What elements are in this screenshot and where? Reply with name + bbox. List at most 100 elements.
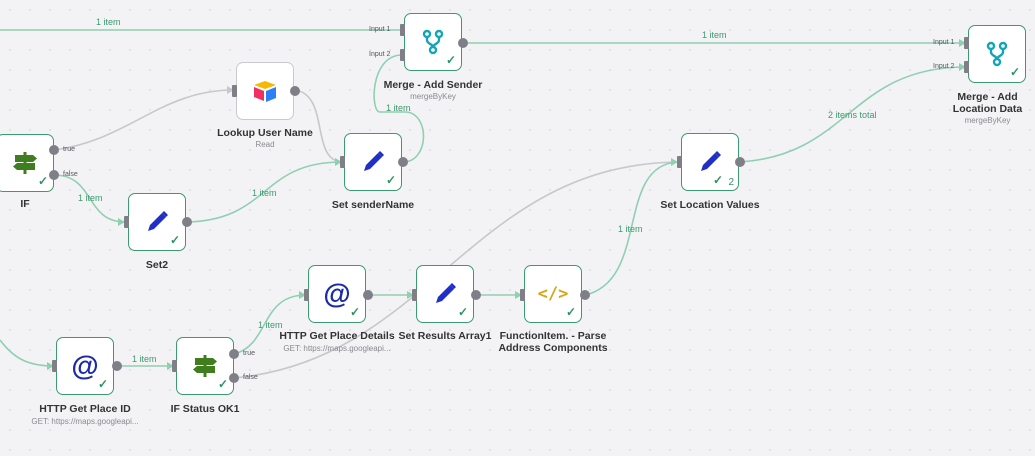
node-if-status-ok[interactable]: ✓ xyxy=(176,337,234,395)
success-check-icon: ✓ xyxy=(169,233,180,247)
merge-icon xyxy=(405,14,461,70)
node-lookup-sub: Read xyxy=(255,140,275,149)
success-check-icon: ✓ xyxy=(349,305,360,319)
setloc-output-handle[interactable] xyxy=(735,157,745,167)
details-input-handle[interactable] xyxy=(304,289,309,301)
node-http-get-place-details[interactable]: @ ✓ xyxy=(308,265,366,323)
node-http-get-place-id[interactable]: @ ✓ xyxy=(56,337,114,395)
edge-if-true-to-lookup[interactable] xyxy=(53,89,235,151)
node-http-details-label: HTTP Get Place Details xyxy=(279,330,395,342)
results-input-handle[interactable] xyxy=(412,289,417,301)
edge-label-if-to-set2: 1 item xyxy=(78,193,103,203)
node-set-location-values[interactable]: ✓ 2 xyxy=(681,133,739,191)
success-check-icon: ✓ xyxy=(457,305,468,319)
if-false-label: false xyxy=(63,171,78,178)
edge-label-set2-to-sender: 1 item xyxy=(252,188,277,198)
merge-icon xyxy=(969,26,1025,82)
sender-output-handle[interactable] xyxy=(398,157,408,167)
node-lookup-label: Lookup User Name xyxy=(217,127,313,139)
edge-arrow xyxy=(299,291,306,299)
signpost-icon xyxy=(177,338,233,394)
node-merge-sender-sub: mergeByKey xyxy=(410,92,456,101)
merge-location-input1-handle[interactable] xyxy=(964,37,969,49)
merge-sender-input2-handle[interactable] xyxy=(400,49,405,61)
edge-left-to-id[interactable] xyxy=(0,339,55,367)
node-set-results-array[interactable]: ✓ xyxy=(416,265,474,323)
edge-label-merge-to-location: 1 item xyxy=(702,30,727,40)
set2-output-handle[interactable] xyxy=(182,217,192,227)
edge-setloc-to-merge-location[interactable] xyxy=(739,66,967,163)
place-id-output-handle[interactable] xyxy=(112,361,122,371)
success-check-icon: ✓ xyxy=(712,173,723,187)
node-merge-location-label: Merge - Add Location Data xyxy=(952,91,1023,115)
node-merge-sender-label: Merge - Add Sender xyxy=(383,79,483,91)
node-set-results-label: Set Results Array1 xyxy=(398,330,492,342)
code-icon: </> xyxy=(537,284,569,304)
if-true-output-handle[interactable] xyxy=(49,145,59,155)
setloc-input-handle[interactable] xyxy=(677,156,682,168)
sender-input-handle[interactable] xyxy=(340,156,345,168)
status-true-output-handle[interactable] xyxy=(229,349,239,359)
node-function-item[interactable]: </> ✓ xyxy=(524,265,582,323)
merge-sender-output-handle[interactable] xyxy=(458,38,468,48)
merge-location-input2-label: Input 2 xyxy=(933,63,955,70)
place-id-input-handle[interactable] xyxy=(52,360,57,372)
run-count-badge: 2 xyxy=(728,177,734,188)
edge-if-false-to-set2[interactable] xyxy=(53,174,126,223)
edge-arrow xyxy=(167,362,174,370)
node-lookup-user-name[interactable] xyxy=(236,62,294,120)
lookup-input-handle[interactable] xyxy=(232,85,237,97)
edge-label-status-to-details: 1 item xyxy=(258,320,283,330)
edge-arrow xyxy=(227,86,234,94)
edge-set2-to-sender[interactable] xyxy=(186,161,343,223)
edge-status-false-to-setloc[interactable] xyxy=(233,161,679,379)
merge-sender-input1-label: Input 1 xyxy=(369,26,391,33)
merge-sender-input2-label: Input 2 xyxy=(369,51,391,58)
pencil-icon xyxy=(682,134,738,190)
node-merge-add-sender[interactable]: ✓ xyxy=(404,13,462,71)
edge-function-to-setloc[interactable] xyxy=(584,161,679,296)
edge-arrow xyxy=(407,291,414,299)
node-merge-location-sub: mergeByKey xyxy=(964,116,1011,125)
signpost-icon xyxy=(0,135,53,191)
success-check-icon: ✓ xyxy=(1009,65,1020,79)
node-merge-add-location[interactable]: ✓ xyxy=(968,25,1026,83)
edge-arrow xyxy=(515,291,522,299)
lookup-output-handle[interactable] xyxy=(290,86,300,96)
edge-lookup-to-sender[interactable] xyxy=(294,89,343,163)
merge-location-input2-handle[interactable] xyxy=(964,61,969,73)
edge-arrow xyxy=(335,158,342,166)
edge-status-true-to-details[interactable] xyxy=(233,294,307,355)
set2-input-handle[interactable] xyxy=(124,216,129,228)
details-output-handle[interactable] xyxy=(363,290,373,300)
edge-arrow xyxy=(118,218,125,226)
node-set-sendername-label: Set senderName xyxy=(331,199,415,211)
node-function-label: FunctionItem. - Parse Address Components xyxy=(498,330,608,354)
merge-sender-input1-handle[interactable] xyxy=(400,24,405,36)
node-set-sendername[interactable]: ✓ xyxy=(344,133,402,191)
edge-label-sender-to-merge: 1 item xyxy=(386,103,411,113)
edge-arrow xyxy=(959,63,966,71)
pencil-icon xyxy=(129,194,185,250)
node-set2[interactable]: ✓ xyxy=(128,193,186,251)
airtable-icon xyxy=(237,63,293,119)
if-true-label: true xyxy=(63,146,76,153)
if-false-output-handle[interactable] xyxy=(49,170,59,180)
merge-location-input1-label: Input 1 xyxy=(933,39,955,46)
success-check-icon: ✓ xyxy=(217,377,228,391)
edge-label-top: 1 item xyxy=(96,17,121,27)
success-check-icon: ✓ xyxy=(97,377,108,391)
node-http-place-id-sub: GET: https://maps.googleapi... xyxy=(31,417,139,426)
node-if[interactable]: ✓ xyxy=(0,134,54,192)
function-output-handle[interactable] xyxy=(580,290,590,300)
status-input-handle[interactable] xyxy=(172,360,177,372)
status-false-output-handle[interactable] xyxy=(229,373,239,383)
status-true-label: true xyxy=(243,350,256,357)
edge-sender-to-merge[interactable] xyxy=(373,54,425,163)
results-output-handle[interactable] xyxy=(471,290,481,300)
edge-label-function-to-setloc: 1 item xyxy=(618,224,643,234)
function-input-handle[interactable] xyxy=(520,289,525,301)
pencil-icon xyxy=(345,134,401,190)
